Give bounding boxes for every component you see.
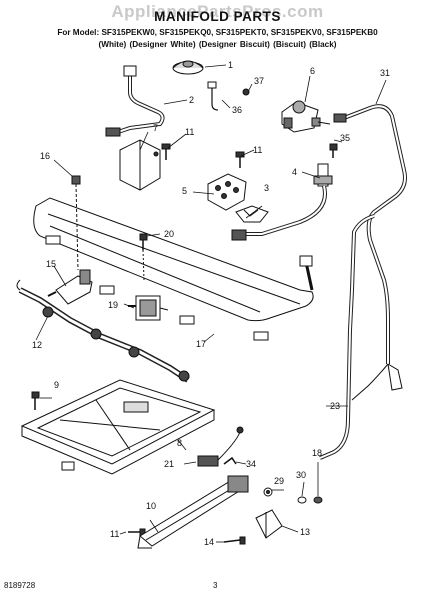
watermark: AppliancePartsPros.com xyxy=(111,2,324,21)
part-6-regulator xyxy=(281,100,331,133)
callout-1: 1 xyxy=(228,60,233,70)
part-12-wire-harness xyxy=(16,279,190,383)
callout-5: 5 xyxy=(182,186,187,196)
callout-13: 13 xyxy=(300,527,310,537)
callout-23: 23 xyxy=(330,401,340,411)
part-34-clip xyxy=(223,456,237,465)
callout-37: 37 xyxy=(254,76,264,86)
callout-3: 3 xyxy=(264,183,269,193)
callout-2: 2 xyxy=(189,95,194,105)
part-37-screw xyxy=(242,88,250,96)
document-number: 8189728 xyxy=(4,581,36,590)
callout-30: 30 xyxy=(296,470,306,480)
part-23-gas-line xyxy=(319,214,403,460)
part-10-burner xyxy=(137,475,249,549)
callout-4: 4 xyxy=(292,167,297,177)
part-30-washer xyxy=(297,496,307,504)
callout-29: 29 xyxy=(274,476,284,486)
callout-6: 6 xyxy=(310,66,315,76)
part-8-heat-shield xyxy=(20,379,216,475)
callout-labels: 1 2 3 4 5 6 7 8 9 10 11 11 11 12 13 14 1… xyxy=(32,60,390,547)
callout-18: 18 xyxy=(312,448,322,458)
callout-19: 19 xyxy=(108,300,118,310)
callout-31: 31 xyxy=(380,68,390,78)
callout-12: 12 xyxy=(32,340,42,350)
part-1-burner-cap xyxy=(172,60,204,75)
part-11-screw-middle xyxy=(235,151,245,168)
part-15-valve xyxy=(47,269,93,305)
part-11-screw-upper xyxy=(161,143,171,160)
part-5-terminal-block xyxy=(207,173,247,211)
callout-15: 15 xyxy=(46,259,56,269)
part-18-cap xyxy=(313,496,323,504)
part-9-screw xyxy=(31,391,40,410)
page-number: 3 xyxy=(213,581,218,590)
callout-9: 9 xyxy=(54,380,59,390)
callout-34: 34 xyxy=(246,459,256,469)
model-list: For Model: SF315PEKW0, SF315PEKQ0, SF315… xyxy=(57,28,378,37)
leader-lines xyxy=(35,64,387,543)
color-list: (White) (Designer White) (Designer Biscu… xyxy=(98,40,337,49)
callout-10: 10 xyxy=(146,501,156,511)
part-7-bracket xyxy=(119,139,161,191)
callout-8: 8 xyxy=(177,438,182,448)
part-36-orifice-tube xyxy=(207,81,219,111)
part-21-igniter xyxy=(197,426,244,467)
callout-11-middle: 11 xyxy=(253,145,262,155)
callout-7: 7 xyxy=(153,123,158,133)
page-title: MANIFOLD PARTS xyxy=(154,9,281,24)
callout-35: 35 xyxy=(340,133,350,143)
part-29-nut xyxy=(263,487,273,497)
part-16-probe xyxy=(71,175,81,271)
part-14-screw xyxy=(223,536,246,545)
callout-16: 16 xyxy=(40,151,50,161)
part-20-screw xyxy=(139,233,148,281)
part-2-gas-tube xyxy=(105,65,165,137)
callout-17: 17 xyxy=(196,339,206,349)
part-17-manifold-rail xyxy=(33,197,314,341)
callout-11-lower: 11 xyxy=(110,529,119,539)
callout-21: 21 xyxy=(164,459,174,469)
callout-11-upper: 11 xyxy=(185,127,194,137)
callout-20: 20 xyxy=(164,229,174,239)
callout-36: 36 xyxy=(232,105,242,115)
part-13-bracket xyxy=(255,509,283,539)
part-31-gas-line xyxy=(333,104,407,364)
part-4-valve-tube xyxy=(231,163,333,241)
callout-14: 14 xyxy=(204,537,214,547)
part-35-screw xyxy=(329,143,338,158)
